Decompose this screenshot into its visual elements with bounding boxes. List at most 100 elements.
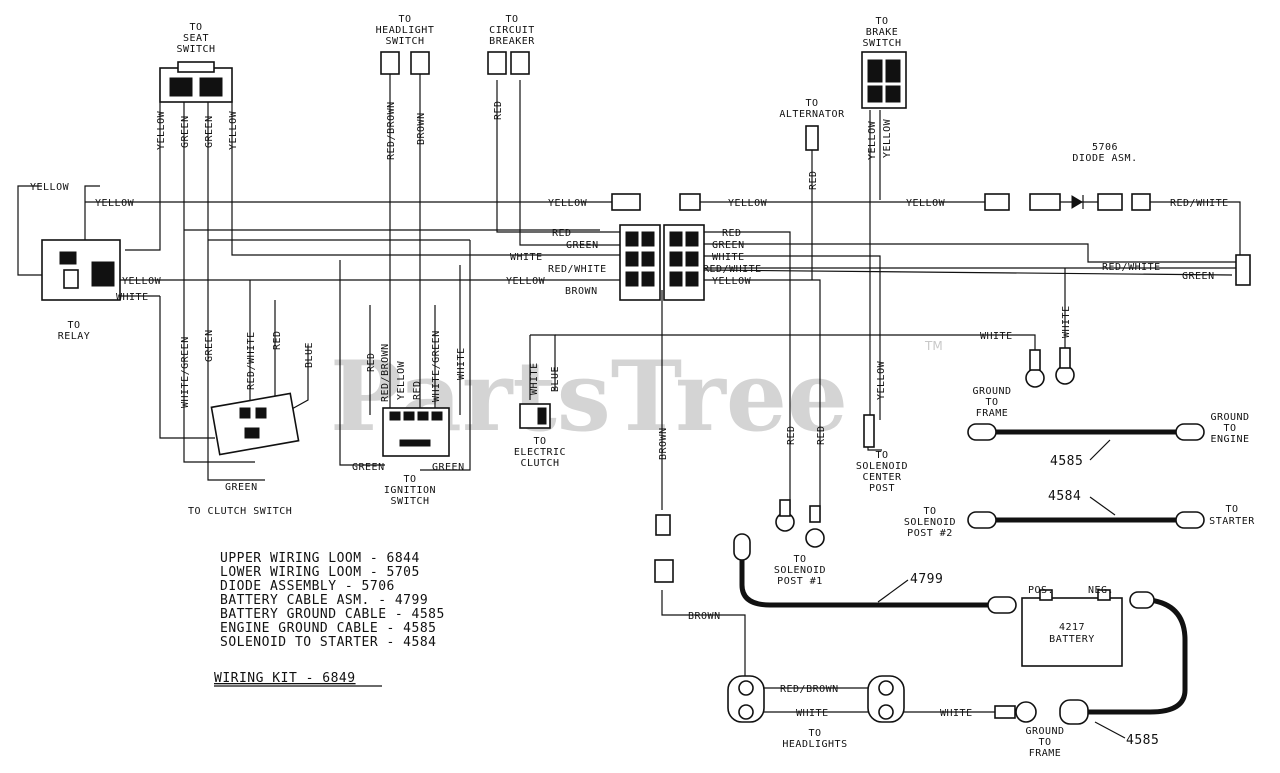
vlabel-white-right: WHITE [1061,305,1072,338]
solenoid-center-line2: SOLENOID [856,461,908,472]
vlabel-white-green-ign: WHITE/GREEN [431,330,442,402]
legend-line-6: ENGINE GROUND CABLE - 4585 [220,621,437,636]
legend-line-1: UPPER WIRING LOOM - 6844 [220,551,420,566]
vertical-wire-labels: YELLOW GREEN GREEN YELLOW RED/BROWN BROW… [156,100,1072,460]
legend-line-5: BATTERY GROUND CABLE - 4585 [220,607,445,622]
label-white-ground: WHITE [980,331,1013,342]
ground-frame-1-line3: FRAME [976,408,1009,419]
label-red-right: RED [722,228,742,239]
callout-4584: 4584 [1048,489,1081,504]
solenoid-post1-line1: TO [793,554,806,565]
clutch-switch-label: TO CLUTCH SWITCH [188,506,292,517]
battery-neg: NEG. [1088,585,1114,596]
solenoid-post1-line3: POST #1 [777,576,823,587]
seat-switch-line1: TO [189,22,202,33]
legend-line-4: BATTERY CABLE ASM. - 4799 [220,593,428,608]
callout-4585-engine: 4585 [1050,454,1083,469]
label-green-ign-left: GREEN [352,462,385,473]
vlabel-red-cb: RED [493,100,504,120]
vlabel-red-brown-hl: RED/BROWN [386,101,397,160]
battery-name: BATTERY [1049,634,1095,645]
circuit-breaker-line3: BREAKER [489,36,535,47]
vlabel-red-ign-2: RED [412,380,423,400]
label-green-ign-right: GREEN [432,462,465,473]
alternator-line1: TO [805,98,818,109]
callout-4799: 4799 [910,572,943,587]
legend-line-7: SOLENOID TO STARTER - 4584 [220,635,437,650]
solenoid-center-line3: CENTER [862,472,902,483]
solenoid-post2-line2: SOLENOID [904,517,956,528]
main-junction-block [619,224,705,301]
battery-pos: POS. [1028,585,1054,596]
headlights-line2: HEADLIGHTS [782,739,847,750]
electric-clutch-connector [519,403,551,429]
battery-model: 4217 [1059,622,1085,633]
ground-frame-1-line1: GROUND [972,386,1011,397]
label-white-left: WHITE [510,252,543,263]
label-yellow-top: YELLOW [95,198,135,209]
seat-switch-connector [159,61,233,103]
electric-clutch-line3: CLUTCH [520,458,559,469]
alternator-line2: ALTERNATOR [779,109,845,120]
vlabel-red-alt: RED [808,170,819,190]
cable-4584 [967,511,1205,529]
vlabel-green-seat-2: GREEN [204,115,215,148]
ground-frame-1-line2: TO [985,397,998,408]
diode-line2: DIODE ASM. [1072,153,1137,164]
vlabel-green-seat-1: GREEN [180,115,191,148]
vlabel-white-green-left: WHITE/GREEN [180,336,191,408]
vlabel-red-brown-ign: RED/BROWN [380,343,391,402]
vlabel-brown-mid: BROWN [658,427,669,460]
label-yellow-far: YELLOW [906,198,946,209]
headlight-switch-terminals [380,51,430,82]
label-brown-lower: BROWN [688,611,721,622]
vlabel-red-clutch: RED [272,330,283,350]
label-yellow-left: YELLOW [506,276,546,287]
label-red-left: RED [552,228,572,239]
terminal-labels: TO SEAT SWITCH TO HEADLIGHT SWITCH TO CI… [58,14,1255,759]
seat-switch-line3: SWITCH [176,44,215,55]
ground-frame-2-line2: TO [1038,737,1051,748]
label-green-far: GREEN [1182,271,1215,282]
label-red-white-diode: RED/WHITE [1170,198,1229,209]
parts-legend: UPPER WIRING LOOM - 6844 LOWER WIRING LO… [214,551,445,687]
label-green-clutch: GREEN [225,482,258,493]
electric-clutch-line1: TO [533,436,546,447]
alternator-terminal [805,125,819,151]
diode-assembly [1029,193,1151,211]
vlabel-yellow-brake-1: YELLOW [867,120,878,160]
ground-engine-line3: ENGINE [1210,434,1249,445]
relay-connector [41,239,121,301]
label-yellow-right: YELLOW [728,198,768,209]
ignition-switch-line3: SWITCH [390,496,429,507]
solenoid-center-terminal [863,414,882,451]
vlabel-green-left: GREEN [204,329,215,362]
vlabel-white-ec: WHITE [529,362,540,395]
label-white-ground-lower: WHITE [940,708,973,719]
label-green-left: GREEN [566,240,599,251]
circuit-breaker-line1: TO [505,14,518,25]
diode-line1: 5706 [1092,142,1118,153]
relay-line1: TO [67,320,80,331]
label-red-brown-lower: RED/BROWN [780,684,839,695]
callout-4585-battery: 4585 [1126,733,1159,748]
brake-switch-line1: TO [875,16,888,27]
vlabel-yellow-sol: YELLOW [876,360,887,400]
headlights-line1: TO [808,728,821,739]
ground-engine-line2: TO [1223,423,1236,434]
label-white-right: WHITE [712,252,745,263]
right-end-connector [1235,254,1251,286]
solenoid-post2-line1: TO [923,506,936,517]
vlabel-red-white-clutch: RED/WHITE [246,331,257,390]
vlabel-red-ign: RED [366,352,377,372]
label-red-white-far: RED/WHITE [1102,262,1161,273]
ring-terminals [775,347,1075,548]
label-red-white-right: RED/WHITE [703,264,762,275]
vlabel-blue-clutch: BLUE [304,342,315,368]
cable-4799 [733,533,1017,614]
headlight-sockets [727,675,905,723]
solenoid-center-line1: TO [875,450,888,461]
brake-switch-line2: BRAKE [866,27,899,38]
circuit-breaker-line2: CIRCUIT [489,25,535,36]
